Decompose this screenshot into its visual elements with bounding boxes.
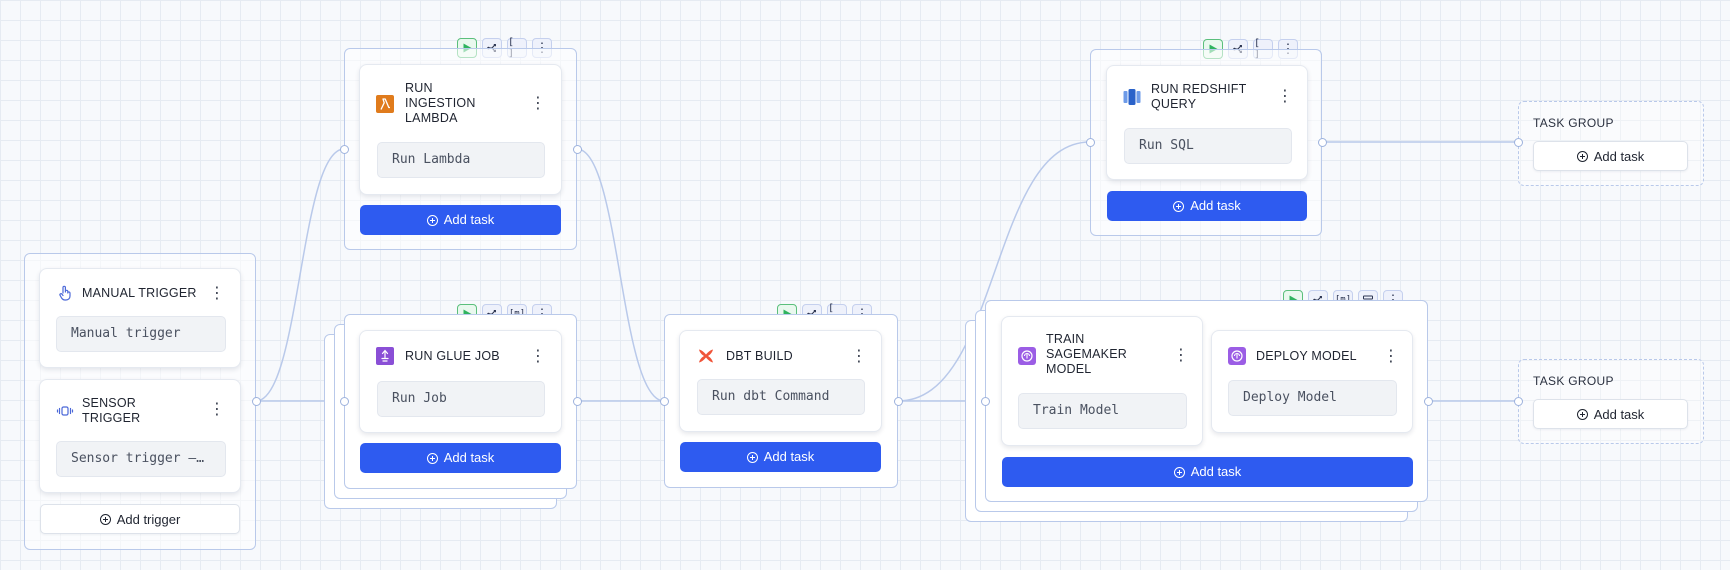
sagemaker-deploy-card[interactable]: DEPLOY MODEL ⋮ Deploy Model	[1211, 330, 1413, 433]
task-group-1-add-task-label: Add task	[1593, 148, 1645, 164]
sagemaker-train-card[interactable]: TRAIN SAGEMAKER MODEL ⋮ Train Model	[1001, 316, 1203, 446]
aws-redshift-icon	[1123, 89, 1141, 105]
sagemaker-deploy-field[interactable]: Deploy Model	[1228, 380, 1397, 416]
lambda-task-title-line-3: LAMBDA	[405, 111, 458, 125]
manual-trigger-card[interactable]: MANUAL TRIGGER ⋮ Manual trigger	[39, 268, 241, 368]
sagemaker-deploy-title: DEPLOY MODEL	[1256, 349, 1357, 363]
aws-glue-icon	[376, 347, 394, 365]
sagemaker-train-field[interactable]: Train Model	[1018, 393, 1187, 429]
plus-circle-icon	[1576, 150, 1588, 162]
glue-out-port[interactable]	[572, 396, 582, 406]
redshift-task-card[interactable]: RUN REDSHIFT QUERY ⋮ Run SQL	[1106, 65, 1308, 180]
dbt-task-title: DBT BUILD	[726, 349, 793, 363]
task-group-1-add-task-button[interactable]: Add task	[1533, 141, 1688, 171]
lambda-task-title: RUN INGESTION LAMBDA	[405, 81, 476, 126]
glue-task-field[interactable]: Run Job	[377, 381, 545, 417]
sensor-icon	[56, 406, 74, 416]
lambda-task-field[interactable]: Run Lambda	[377, 142, 545, 178]
lambda-task-title-line-2: INGESTION	[405, 96, 476, 110]
lambda-task-menu-kebab-icon[interactable]: ⋮	[530, 95, 546, 112]
lambda-out-port[interactable]	[572, 144, 582, 154]
hand-pointer-icon	[59, 285, 71, 301]
glue-add-task-label: Add task	[443, 450, 495, 465]
aws-lambda-icon	[376, 95, 394, 113]
lambda-add-task-button[interactable]: Add task	[360, 205, 561, 235]
sagemaker-train-title-line-2: SAGEMAKER	[1046, 347, 1127, 361]
sagemaker-add-task-label: Add task	[1190, 464, 1242, 479]
add-trigger-label: Add trigger	[116, 511, 181, 527]
glue-add-task-button[interactable]: Add task	[360, 443, 561, 473]
task-group-2-label: TASK GROUP	[1533, 374, 1614, 388]
sagemaker-train-menu-kebab-icon[interactable]: ⋮	[1173, 347, 1189, 364]
plus-circle-icon	[99, 513, 111, 525]
dbt-in-port[interactable]	[659, 396, 669, 406]
redshift-out-port[interactable]	[1317, 137, 1327, 147]
triggers-out-port[interactable]	[251, 396, 261, 406]
sagemaker-train-title-line-3: MODEL	[1046, 362, 1092, 376]
manual-trigger-field[interactable]: Manual trigger	[56, 316, 226, 352]
sensor-trigger-card[interactable]: SENSOR TRIGGER ⋮ Sensor trigger –…	[39, 379, 241, 493]
sagemaker-in-port[interactable]	[980, 396, 990, 406]
plus-circle-icon	[426, 452, 438, 464]
glue-task-card[interactable]: RUN GLUE JOB ⋮ Run Job	[359, 330, 562, 433]
task-group-1-label: TASK GROUP	[1533, 116, 1614, 130]
dbt-out-port[interactable]	[893, 396, 903, 406]
add-trigger-button[interactable]: Add trigger	[40, 504, 240, 534]
plus-circle-icon	[1576, 408, 1588, 420]
sensor-trigger-title: SENSOR TRIGGER	[82, 396, 140, 426]
redshift-in-port[interactable]	[1085, 137, 1095, 147]
dbt-task-card[interactable]: DBT BUILD ⋮ Run dbt Command	[679, 330, 882, 432]
redshift-add-task-button[interactable]: Add task	[1107, 191, 1307, 221]
task-group-2-add-task-button[interactable]: Add task	[1533, 399, 1688, 429]
dbt-add-task-label: Add task	[763, 449, 815, 464]
lambda-in-port[interactable]	[339, 144, 349, 154]
dbt-icon	[699, 349, 713, 363]
plus-circle-icon	[1173, 200, 1185, 212]
sensor-trigger-title-line-1: SENSOR	[82, 396, 136, 410]
sagemaker-train-title: TRAIN SAGEMAKER MODEL	[1046, 332, 1127, 377]
redshift-task-title-line-1: RUN REDSHIFT	[1151, 82, 1247, 96]
sensor-trigger-title-line-2: TRIGGER	[82, 411, 141, 425]
glue-in-port[interactable]	[339, 396, 349, 406]
lambda-task-card[interactable]: RUN INGESTION LAMBDA ⋮ Run Lambda	[359, 64, 562, 195]
plus-circle-icon	[426, 214, 438, 226]
sagemaker-train-title-line-1: TRAIN	[1046, 332, 1085, 346]
task-group-2-add-task-label: Add task	[1593, 406, 1645, 422]
dbt-task-field[interactable]: Run dbt Command	[697, 379, 865, 415]
lambda-add-task-label: Add task	[443, 212, 495, 227]
sagemaker-add-task-button[interactable]: Add task	[1002, 457, 1413, 487]
redshift-task-title: RUN REDSHIFT QUERY	[1151, 82, 1246, 112]
plus-circle-icon	[1173, 466, 1185, 478]
redshift-add-task-label: Add task	[1190, 198, 1241, 213]
glue-task-menu-kebab-icon[interactable]: ⋮	[530, 348, 546, 365]
redshift-task-field[interactable]: Run SQL	[1124, 128, 1292, 164]
sensor-trigger-menu-kebab-icon[interactable]: ⋮	[209, 401, 225, 418]
edge-lambda-to-dbt	[576, 148, 665, 402]
task-group-2-in-port[interactable]	[1513, 396, 1523, 406]
sagemaker-deploy-menu-kebab-icon[interactable]: ⋮	[1383, 348, 1399, 365]
sensor-trigger-field[interactable]: Sensor trigger –…	[56, 441, 226, 477]
manual-trigger-menu-kebab-icon[interactable]: ⋮	[209, 285, 225, 302]
redshift-task-title-line-2: QUERY	[1151, 97, 1197, 111]
dbt-task-menu-kebab-icon[interactable]: ⋮	[851, 348, 867, 365]
plus-circle-icon	[746, 451, 758, 463]
lambda-task-title-line-1: RUN	[405, 81, 433, 95]
redshift-task-menu-kebab-icon[interactable]: ⋮	[1277, 88, 1293, 105]
aws-sagemaker-icon	[1018, 347, 1036, 365]
glue-task-title: RUN GLUE JOB	[405, 349, 500, 363]
task-group-1-in-port[interactable]	[1513, 137, 1523, 147]
aws-sagemaker-icon	[1228, 347, 1246, 365]
manual-trigger-title: MANUAL TRIGGER	[82, 286, 197, 300]
dbt-add-task-button[interactable]: Add task	[680, 442, 881, 472]
sagemaker-out-port[interactable]	[1423, 396, 1433, 406]
